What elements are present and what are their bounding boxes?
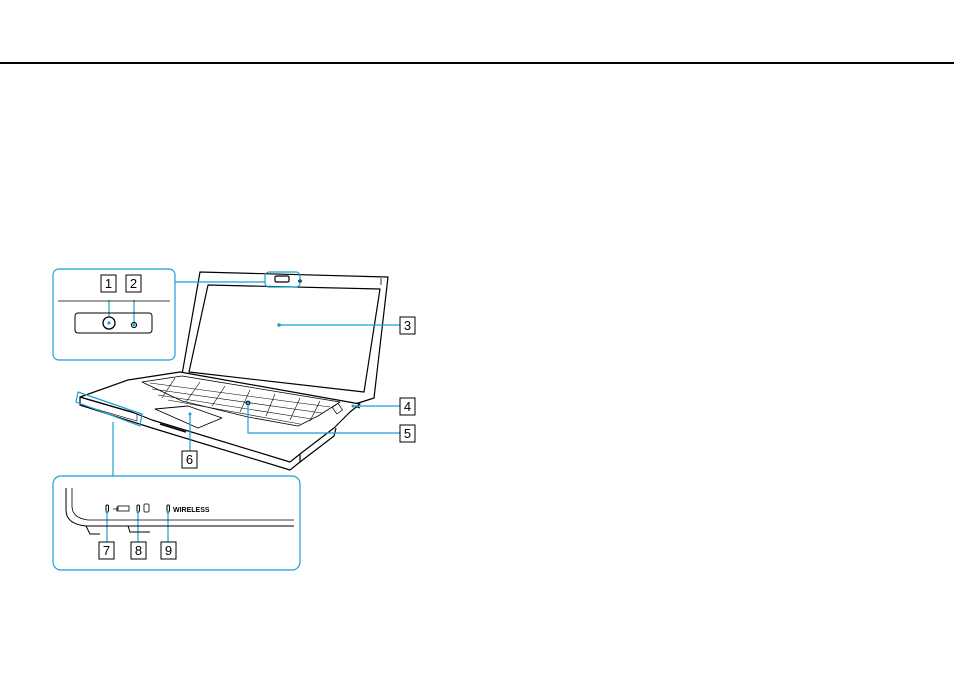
- callout-label-7: 7: [103, 543, 110, 558]
- callout-label-5: 5: [404, 426, 411, 441]
- callout-label-8: 8: [135, 543, 142, 558]
- wireless-indicator-label: WIRELESS: [173, 507, 210, 514]
- callout-label-4: 4: [404, 399, 411, 414]
- callout-label-2: 2: [130, 276, 137, 291]
- disk-drive-icon: [144, 504, 149, 512]
- callout-label-6: 6: [186, 452, 193, 467]
- callout-label-1: 1: [105, 276, 112, 291]
- callout-label-3: 3: [404, 318, 411, 333]
- camera-inset-contents: [58, 301, 170, 333]
- callout-label-9: 9: [165, 543, 172, 558]
- laptop-illustration: [80, 272, 388, 470]
- battery-icon: [118, 506, 129, 511]
